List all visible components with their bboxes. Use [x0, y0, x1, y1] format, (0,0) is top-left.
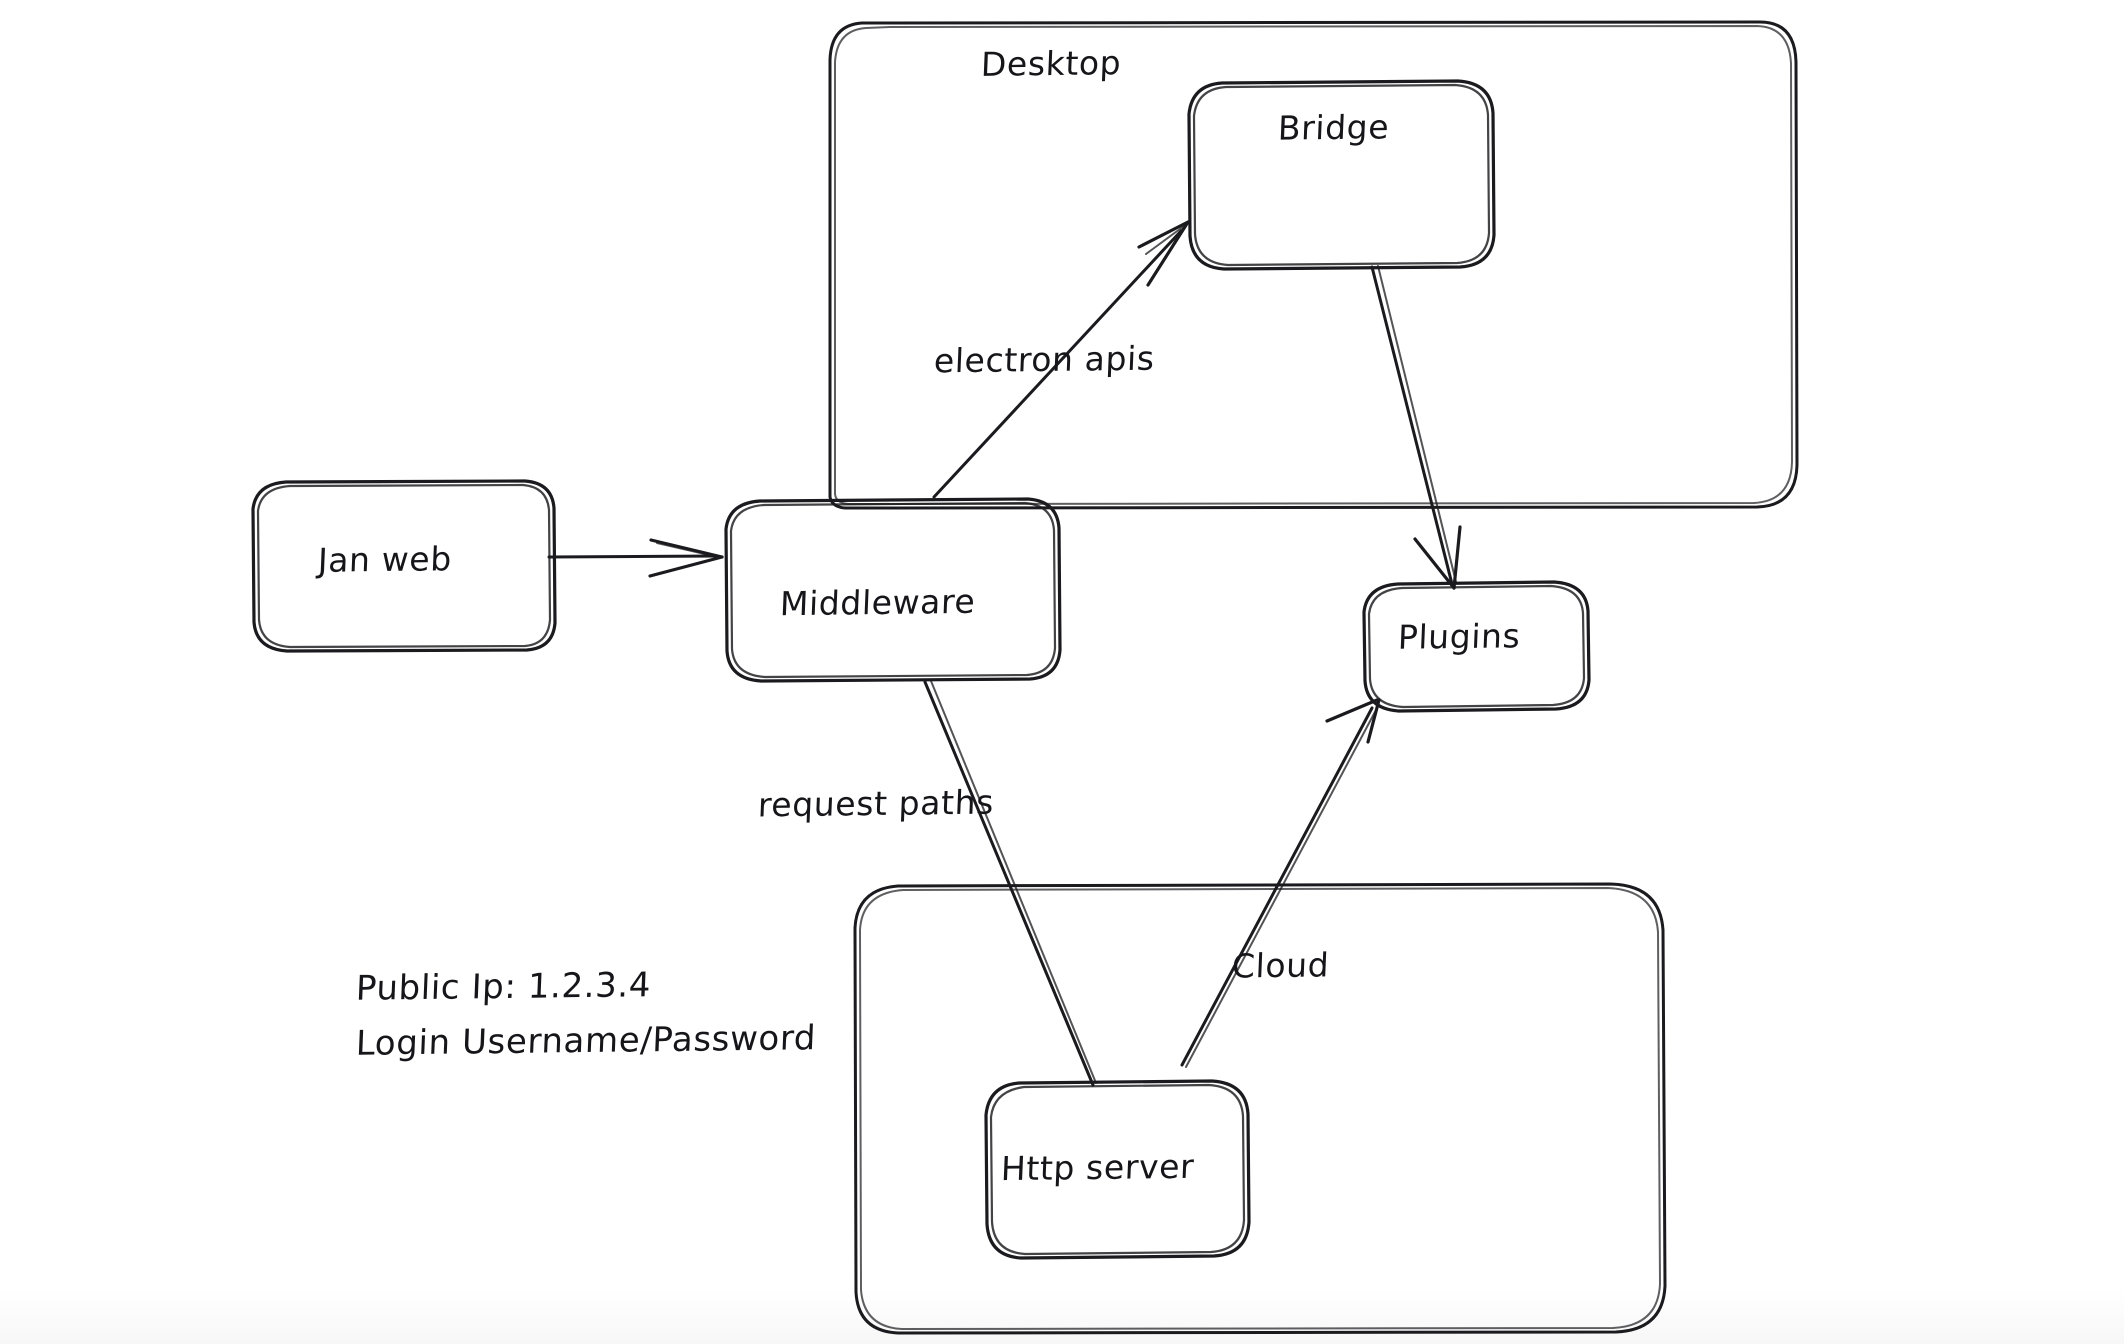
edge-httpserver-to-plugins — [1180, 698, 1381, 1068]
container-cloud — [853, 882, 1667, 1335]
node-label-plugins: Plugins — [1397, 616, 1522, 657]
note-public-ip: Public Ip: 1.2.3.4 — [355, 965, 652, 1009]
edge-janweb-to-middleware — [547, 538, 724, 578]
edge-middleware-to-bridge — [932, 220, 1190, 499]
node-http-server-shape[interactable] — [984, 1079, 1251, 1260]
node-label-jan-web: Jan web — [317, 539, 453, 580]
node-plugins-shape[interactable] — [1362, 580, 1591, 713]
node-middleware-shape[interactable] — [724, 497, 1062, 683]
node-label-middleware: Middleware — [779, 581, 977, 624]
edge-middleware-to-httpserver — [923, 680, 1097, 1087]
edge-label-electron-apis: electron apis — [933, 338, 1156, 381]
edge-bridge-to-plugins — [1370, 265, 1462, 590]
edge-label-request-paths: request paths — [757, 782, 995, 825]
container-label-desktop: Desktop — [980, 43, 1123, 84]
node-label-http-server: Http server — [1000, 1146, 1196, 1189]
note-login-credentials: Login Username/Password — [355, 1018, 817, 1064]
node-label-bridge: Bridge — [1277, 107, 1391, 148]
node-bridge-shape[interactable] — [1187, 79, 1496, 271]
container-label-cloud: Cloud — [1231, 945, 1331, 986]
node-jan-web-shape[interactable] — [251, 479, 557, 653]
container-desktop — [828, 20, 1799, 510]
note-public-ip-credentials: Public Ip: 1.2.3.4 Login Username/Passwo… — [355, 962, 817, 1064]
